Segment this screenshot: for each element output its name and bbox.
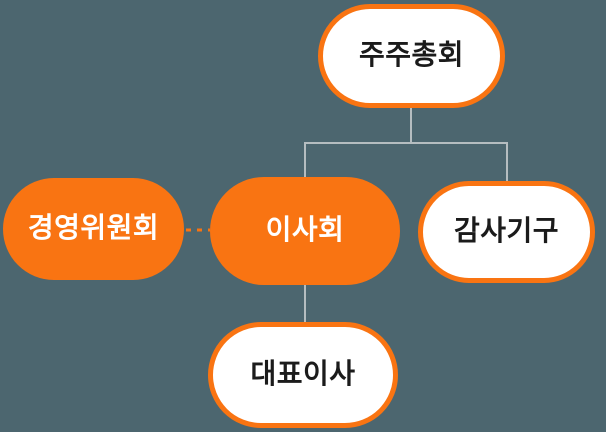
node-shareholders-meeting-label: 주주총회 — [358, 39, 465, 70]
node-ceo: 대표이사 — [208, 322, 398, 428]
node-audit-organization: 감사기구 — [418, 181, 595, 283]
node-management-committee-label: 경영위원회 — [27, 212, 160, 243]
node-board-of-directors: 이사회 — [210, 177, 400, 285]
node-shareholders-meeting: 주주총회 — [318, 4, 505, 108]
node-board-of-directors-label: 이사회 — [265, 214, 345, 245]
node-ceo-label: 대표이사 — [250, 358, 356, 389]
node-audit-organization-label: 감사기구 — [453, 215, 560, 246]
node-management-committee: 경영위원회 — [3, 178, 184, 280]
